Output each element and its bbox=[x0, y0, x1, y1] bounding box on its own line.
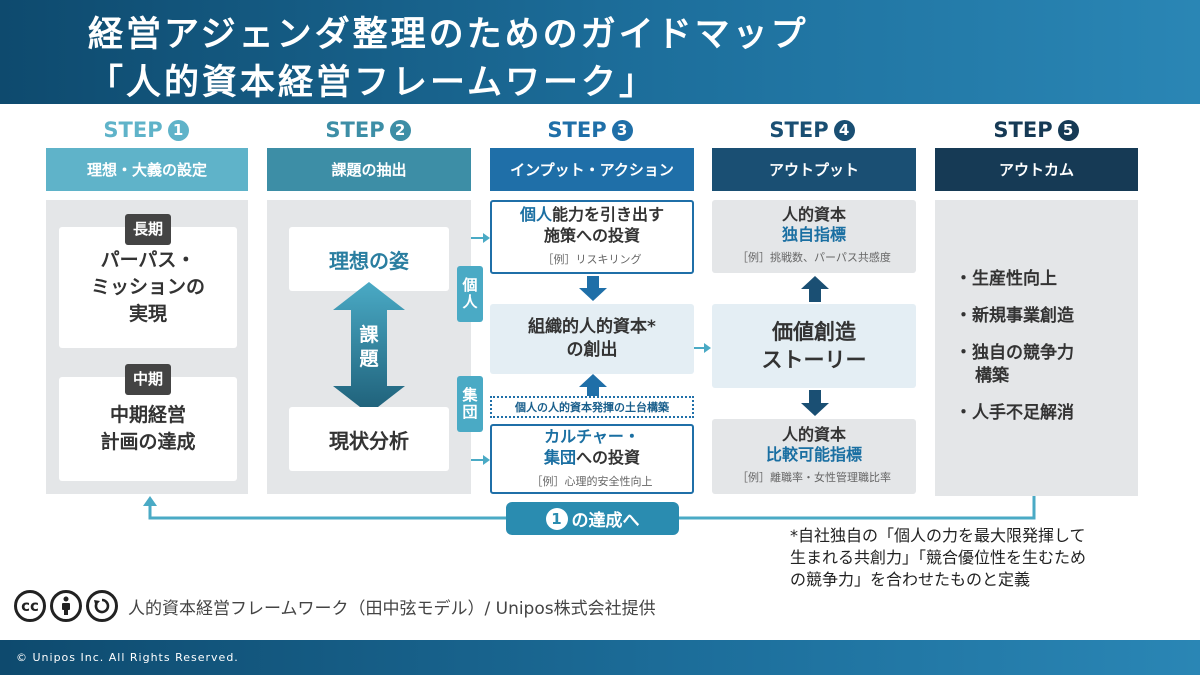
footnote: *自社独自の「個人の力を最大限発揮して 生まれる共創力」「競合優位性を生むため … bbox=[790, 525, 1086, 591]
long-term-text-3: 実現 bbox=[128, 303, 167, 325]
comparable-metrics-example: ［例］離職率・女性管理職比率 bbox=[737, 471, 891, 484]
outcome-item: ・人手不足解消 bbox=[955, 403, 1074, 423]
unique-metrics-line1: 人的資本 bbox=[781, 205, 846, 224]
long-term-text-1: パーパス・ bbox=[100, 249, 196, 271]
comparable-metrics-line2: 比較可能指標 bbox=[765, 445, 862, 464]
creative-commons-icon: cc bbox=[14, 590, 46, 622]
individual-investment-line1: 個人能力を引き出す bbox=[520, 204, 664, 225]
long-term-tag: 長期 bbox=[124, 214, 172, 245]
mid-term-tag: 中期 bbox=[124, 364, 172, 395]
group-rest: への投資 bbox=[576, 448, 641, 467]
attribution-icon bbox=[50, 590, 82, 622]
step5-panel bbox=[935, 200, 1138, 496]
individual-char-1: 個 bbox=[462, 276, 478, 294]
value-story-line1: 価値創造 bbox=[772, 320, 856, 344]
up-arrow-icon bbox=[579, 374, 607, 398]
value-story-line2: ストーリー bbox=[761, 348, 867, 372]
value-creation-story-card: 価値創造 ストーリー bbox=[712, 304, 916, 388]
unique-metrics-card: 人的資本 独自指標 ［例］挑戦数、パーパス共感度 bbox=[712, 200, 916, 273]
issue-label: 課 題 bbox=[356, 323, 382, 371]
long-term-card: 長期 パーパス・ ミッションの 実現 bbox=[59, 214, 237, 348]
individual-investment-card: 個人能力を引き出す 施策への投資 ［例］リスキリング bbox=[490, 200, 694, 274]
step3-header: インプット・アクション bbox=[490, 148, 694, 191]
long-term-text-2: ミッションの bbox=[90, 276, 205, 298]
license-row: cc 人的資本経営フレームワーク（田中弦モデル）/ Unipos株式会社提供 bbox=[14, 590, 656, 622]
feedback-label: の達成へ bbox=[571, 511, 640, 531]
comparable-metrics-line1: 人的資本 bbox=[781, 425, 846, 444]
step4-number: 4 bbox=[833, 120, 855, 141]
individual-rest: 能力を引き出す bbox=[552, 205, 665, 224]
issue-double-arrow bbox=[333, 282, 405, 414]
step4-text: STEP bbox=[769, 118, 829, 142]
issue-char-2: 題 bbox=[359, 348, 379, 370]
footer-bar: © Unipos Inc. All Rights Reserved. bbox=[0, 640, 1200, 675]
header-banner: 経営アジェンダ整理のためのガイドマップ 「人的資本経営フレームワーク」 bbox=[0, 0, 1200, 104]
down-arrow-icon-2 bbox=[801, 390, 829, 416]
group-char-2: 団 bbox=[462, 403, 478, 421]
individual-label: 個 人 bbox=[457, 266, 483, 322]
feedback-number: 1 bbox=[545, 507, 568, 530]
individual-highlight: 個人 bbox=[519, 205, 552, 224]
mid-term-text-1: 中期経営 bbox=[109, 404, 186, 426]
step2-number: 2 bbox=[389, 120, 411, 141]
unique-metrics-line2: 独自指標 bbox=[781, 225, 846, 244]
page-title-line2: 「人的資本経営フレームワーク」 bbox=[88, 63, 657, 103]
ideal-state-card: 理想の姿 bbox=[289, 227, 449, 291]
down-arrow-icon bbox=[579, 276, 607, 301]
step2-header: 課題の抽出 bbox=[267, 148, 471, 191]
organizational-capital-card: 組織的人的資本* の創出 bbox=[490, 304, 694, 374]
footnote-line2: 生まれる共創力」「競合優位性を生むため bbox=[790, 548, 1087, 567]
step5-text: STEP bbox=[993, 118, 1053, 142]
unique-metrics-example: ［例］挑戦数、パーパス共感度 bbox=[737, 251, 891, 264]
culture-line1: カルチャー・ bbox=[544, 427, 640, 446]
individual-investment-line2: 施策への投資 bbox=[543, 226, 640, 245]
step3-number: 3 bbox=[611, 120, 633, 141]
group-highlight: 集団 bbox=[543, 448, 576, 467]
feedback-pill: 1 の達成へ bbox=[506, 502, 679, 535]
org-capital-line1: 組織的人的資本* bbox=[528, 317, 656, 337]
outcome-item: ・独自の競争力 bbox=[955, 343, 1074, 363]
outcome-list: ・生産性向上 ・新規事業創造 ・独自の競争力 構築 ・人手不足解消 bbox=[955, 268, 1135, 425]
current-analysis-card: 現状分析 bbox=[289, 407, 449, 471]
mid-term-text-2: 計画の達成 bbox=[100, 431, 196, 453]
comparable-metrics-card: 人的資本 比較可能指標 ［例］離職率・女性管理職比率 bbox=[712, 419, 916, 494]
copyright-text: © Unipos Inc. All Rights Reserved. bbox=[16, 651, 239, 664]
page-title-line1: 経営アジェンダ整理のためのガイドマップ bbox=[88, 15, 809, 55]
step5-header: アウトカム bbox=[935, 148, 1138, 191]
issue-char-1: 課 bbox=[359, 324, 379, 346]
outcome-item: 構築 bbox=[975, 366, 1009, 386]
share-alike-icon bbox=[86, 590, 118, 622]
step5-number: 5 bbox=[1057, 120, 1079, 141]
culture-investment-card: カルチャー・ 集団への投資 ［例］心理的安全性向上 bbox=[490, 424, 694, 494]
org-capital-line2: の創出 bbox=[566, 340, 618, 360]
culture-example: ［例］心理的安全性向上 bbox=[531, 475, 653, 488]
up-arrow-icon-2 bbox=[801, 276, 829, 302]
individual-char-2: 人 bbox=[462, 293, 478, 311]
footnote-line3: の競争力」を合わせたものと定義 bbox=[790, 570, 1031, 589]
step2-text: STEP bbox=[325, 118, 385, 142]
culture-line2: 集団への投資 bbox=[544, 447, 640, 468]
foundation-label: 個人の人的資本発揮の土台構築 bbox=[490, 396, 694, 418]
step4-header: アウトプット bbox=[712, 148, 916, 191]
outcome-item: ・新規事業創造 bbox=[955, 306, 1074, 326]
footnote-line1: *自社独自の「個人の力を最大限発揮して bbox=[790, 526, 1086, 545]
group-label: 集 団 bbox=[457, 376, 483, 432]
step3-text: STEP bbox=[547, 118, 607, 142]
individual-example: ［例］リスキリング bbox=[542, 253, 642, 266]
license-text: 人的資本経営フレームワーク（田中弦モデル）/ Unipos株式会社提供 bbox=[128, 598, 656, 619]
mid-term-card: 中期 中期経営 計画の達成 bbox=[59, 364, 237, 481]
step1-header: 理想・大義の設定 bbox=[46, 148, 248, 191]
outcome-item: ・生産性向上 bbox=[955, 269, 1057, 289]
step1-number: 1 bbox=[167, 120, 189, 141]
step1-text: STEP bbox=[103, 118, 163, 142]
group-char-1: 集 bbox=[462, 386, 478, 404]
